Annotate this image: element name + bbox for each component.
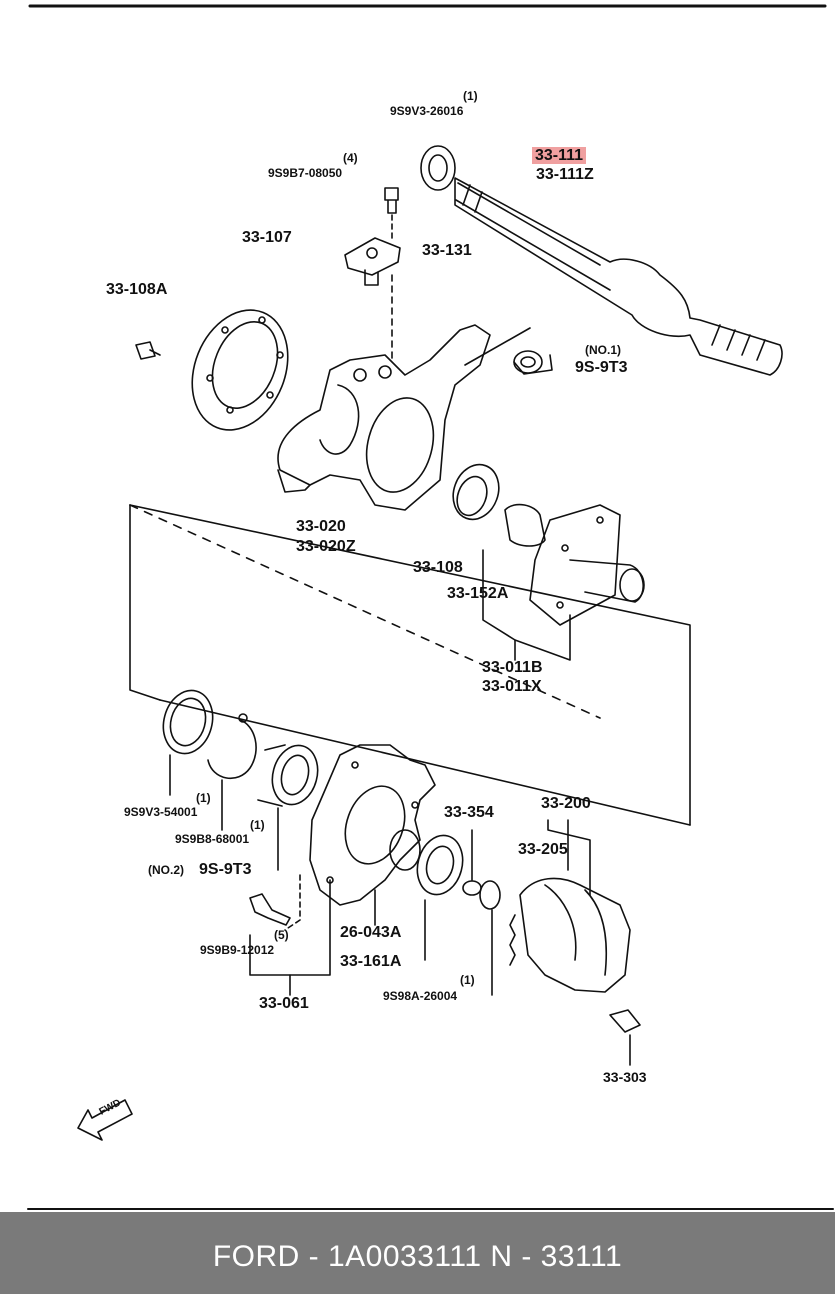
qty-label: (4): [343, 151, 358, 165]
part-number-label: 9S9B7-08050: [268, 166, 343, 180]
part-number-label: 9S-9T3: [199, 861, 252, 878]
circlip-shape: [207, 719, 257, 780]
seal-shape: [452, 463, 500, 521]
o-ring-shape: [479, 880, 501, 910]
part-number-label: 33-061: [259, 995, 309, 1012]
oil-seal-shape: [420, 145, 456, 191]
bearing-no1-shape: [513, 350, 553, 375]
snap-ring-shape: [162, 689, 214, 755]
part-number-label: 33-161A: [340, 953, 402, 970]
spindle-shape: [504, 503, 645, 626]
tag-label: (NO.2): [148, 863, 184, 877]
part-number-label: 9S-9T3: [575, 359, 628, 376]
wheel-stud-shape: [249, 893, 291, 926]
part-number-label: 33-108: [413, 559, 463, 576]
qty-label: (1): [463, 89, 478, 103]
fwd-arrow-icon: [77, 1099, 133, 1141]
part-number-label: 33-107: [242, 229, 292, 246]
part-number-label: 33-152A: [447, 585, 509, 602]
highlighted-part-label: 33-111: [532, 147, 587, 164]
part-number-label: 9S9V3-26016: [390, 104, 464, 118]
locking-hub-shape: [509, 877, 631, 993]
bearing-no2-shape: [257, 744, 319, 807]
part-number-label: 33-200: [541, 795, 591, 812]
part-number-label: 33-131: [422, 242, 472, 259]
part-number-label: 9S9V3-54001: [124, 805, 198, 819]
qty-label: (1): [460, 973, 475, 987]
part-number-label: 33-020Z: [296, 538, 356, 555]
part-number-label: 33-303: [603, 1069, 647, 1085]
qty-label: (5): [274, 928, 289, 942]
washer-shape: [462, 880, 482, 896]
part-number-label: 33-354: [444, 804, 494, 821]
part-number-label: 9S9B9-12012: [200, 943, 275, 957]
hub-bolt-shape: [609, 1009, 641, 1033]
wheel-hub-shape: [309, 744, 436, 906]
part-number-label: 33-011B: [482, 659, 543, 676]
drive-shaft-shape: [454, 177, 783, 376]
part-number-label: 33-020: [296, 518, 346, 535]
part-number-label: 9S9B8-68001: [175, 832, 250, 846]
part-number-label: 26-043A: [340, 924, 402, 941]
qty-label: (1): [196, 791, 211, 805]
part-number-label: 33-205: [518, 841, 568, 858]
part-number-label: 33-111Z: [536, 166, 594, 183]
footer-part-reference: FORD - 1A0033111 N - 33111: [212, 1240, 623, 1273]
dust-cover-shape: [191, 309, 289, 431]
part-number-label: 33-108A: [106, 281, 168, 298]
steering-knuckle-shape: [277, 324, 491, 511]
plate-shape: [344, 237, 401, 276]
tag-label: (NO.1): [585, 343, 621, 357]
qty-label: (1): [250, 818, 265, 832]
footer-bar: [0, 1212, 835, 1294]
small-bolt-shape: [135, 341, 161, 360]
hub-seal-shape: [416, 834, 464, 896]
bolt-shape: [384, 187, 399, 214]
part-number-label: 9S98A-26004: [383, 989, 458, 1003]
part-number-label: 33-011X: [482, 678, 542, 695]
